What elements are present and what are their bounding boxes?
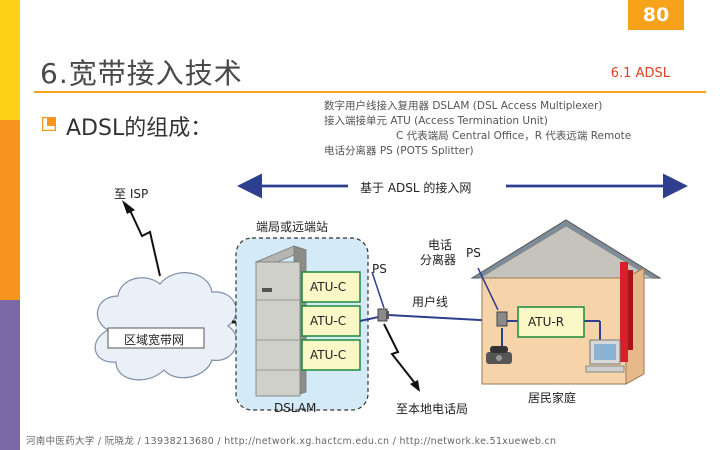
- dslam-label: DSLAM: [274, 401, 317, 415]
- splitter-label-2: 分离器: [420, 253, 457, 267]
- ps-right-pointer: [477, 267, 499, 311]
- bullet-text: ADSL的组成：: [66, 116, 213, 141]
- ps-left-pointer: [371, 271, 385, 309]
- atu-c-label-1: ATU-C: [310, 280, 347, 294]
- left-bar-yellow: [0, 0, 20, 120]
- footer-credits: 河南中医药大学 / 阮晓龙 / 13938213680 / http://net…: [26, 436, 557, 447]
- title-divider: [34, 91, 706, 93]
- to-local-phone-label: 至本地电话局: [396, 402, 469, 416]
- regional-network-label: 区域宽带网: [124, 333, 185, 347]
- atu-c-box-3: [301, 339, 361, 371]
- subscriber-line-main: [387, 314, 499, 322]
- left-bar-orange: [0, 120, 20, 300]
- dslam-rack: [254, 245, 308, 397]
- atu-c-box-1: [301, 271, 361, 303]
- ps-left-label: PS: [372, 262, 387, 276]
- atu-c-label-3: ATU-C: [310, 348, 347, 362]
- regional-network-label-box: [107, 327, 205, 349]
- regional-network-cloud: [94, 272, 238, 381]
- to-local-phone-lightning: [383, 323, 415, 383]
- computer-icon: [585, 339, 625, 373]
- subscriber-line-label: 用户线: [412, 295, 449, 309]
- ps-left-splitter: [377, 308, 389, 322]
- page-number: 80: [628, 0, 684, 30]
- isp-arrow-head: [122, 200, 135, 214]
- note-splitter: 电话分离器 PS (POTS Splitter): [324, 145, 474, 157]
- note-co-remote: C 代表端局 Central Office，R 代表远端 Remote: [396, 130, 632, 142]
- section-label: 6.1 ADSL: [610, 66, 670, 81]
- left-bar-purple: [0, 300, 20, 450]
- isp-lightning-link: [127, 205, 161, 277]
- to-isp-label: 至 ISP: [114, 187, 149, 201]
- ps-right-label: PS: [466, 246, 481, 260]
- adsl-network-span-arrow: [237, 173, 688, 199]
- office-label: 端局或远端站: [256, 220, 329, 234]
- to-local-phone-arrow: [410, 380, 420, 392]
- note-dslam: 数字用户线接入复用器 DSLAM (DSL Access Multiplexer…: [324, 100, 603, 112]
- atu-c-label-2: ATU-C: [310, 314, 347, 328]
- splitter-label-1: 电话: [428, 238, 453, 252]
- atu-r-label: ATU-R: [528, 315, 565, 329]
- telephone-icon: [486, 346, 512, 364]
- home-label: 居民家庭: [528, 391, 577, 405]
- note-atu: 接入端接单元 ATU (Access Termination Unit): [324, 115, 548, 127]
- ps-right-splitter: [496, 311, 508, 327]
- bullet-icon: [42, 117, 56, 131]
- slide-title: 6.宽带接入技术: [40, 57, 243, 90]
- atu-r-box: [517, 306, 585, 338]
- adsl-network-label: 基于 ADSL 的接入网: [360, 181, 472, 195]
